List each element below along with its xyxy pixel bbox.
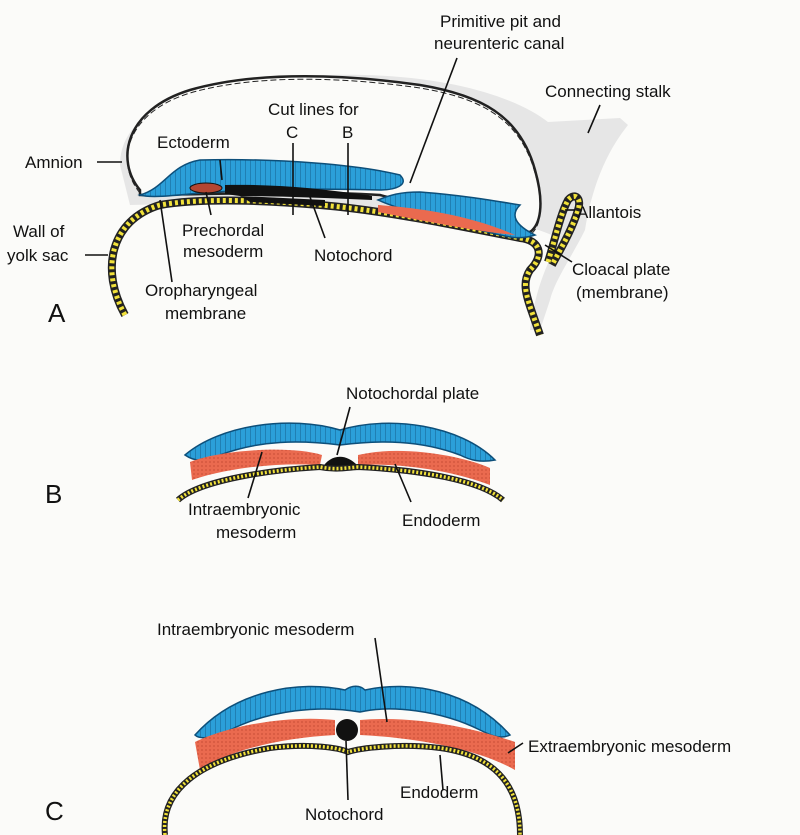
label-prechordal-1: Prechordal	[182, 221, 264, 240]
label-ectoderm: Ectoderm	[157, 133, 230, 152]
label-oropharyngeal-2: membrane	[165, 304, 246, 323]
label-notochord-c: Notochord	[305, 805, 383, 824]
label-notochord: Notochord	[314, 246, 392, 265]
notochord-a	[225, 184, 372, 200]
ectoderm-c	[193, 685, 512, 739]
mesoderm-c-right	[360, 719, 515, 770]
label-cut-lines: Cut lines for	[268, 100, 359, 119]
label-notochordal-plate: Notochordal plate	[346, 384, 479, 403]
label-extraembryonic-mesoderm: Extraembryonic mesoderm	[528, 737, 731, 756]
label-intraembryonic-1: Intraembryonic	[188, 500, 301, 519]
label-allantois: Allantois	[577, 203, 641, 222]
label-wall-of: Wall of	[13, 222, 65, 241]
label-endoderm-c: Endoderm	[400, 783, 478, 802]
mesoderm-b-right	[358, 450, 490, 485]
panel-c: Intraembryonic mesoderm Extraembryonic m…	[45, 620, 731, 835]
endoderm-b	[175, 463, 505, 503]
label-amnion: Amnion	[25, 153, 83, 172]
panel-letter-c: C	[45, 796, 64, 826]
panel-b: Notochordal plate Intraembryonic mesoder…	[45, 384, 505, 542]
label-connecting-stalk: Connecting stalk	[545, 82, 671, 101]
mesoderm-c-left	[195, 718, 335, 770]
label-cut-c: C	[286, 123, 298, 142]
label-primitive-pit-2: neurenteric canal	[434, 34, 564, 53]
label-prechordal-2: mesoderm	[183, 242, 263, 261]
prechordal-mesoderm	[189, 182, 223, 194]
panel-a: Amnion Ectoderm Cut lines for C B Primit…	[7, 12, 671, 337]
label-cloacal-1: Cloacal plate	[572, 260, 670, 279]
panel-letter-a: A	[48, 298, 66, 328]
label-yolk-sac: yolk sac	[7, 246, 69, 265]
panel-letter-b: B	[45, 479, 62, 509]
caudal-mesoderm	[378, 205, 515, 235]
label-intraembryonic-2: mesoderm	[216, 523, 296, 542]
mesoderm-b-left	[190, 449, 322, 480]
label-oropharyngeal-1: Oropharyngeal	[145, 281, 257, 300]
label-cut-b: B	[342, 123, 353, 142]
notochord-c	[336, 719, 358, 741]
label-primitive-pit-1: Primitive pit and	[440, 12, 561, 31]
label-intraembryonic-mesoderm-c: Intraembryonic mesoderm	[157, 620, 354, 639]
label-cloacal-2: (membrane)	[576, 283, 669, 302]
label-endoderm-b: Endoderm	[402, 511, 480, 530]
